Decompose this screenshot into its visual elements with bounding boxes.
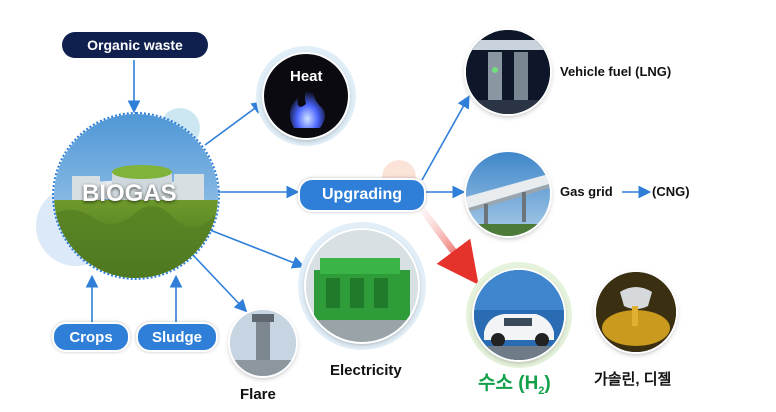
arrow-upgrading-to-vehicle bbox=[421, 95, 470, 181]
hydrogen-label-main: 수소 (H bbox=[478, 373, 539, 394]
hydrogen-label-end: ) bbox=[544, 373, 551, 394]
hydrogen-label: 수소 (H2) bbox=[478, 368, 551, 397]
cng-label: (CNG) bbox=[652, 184, 690, 199]
upgrading-label: Upgrading bbox=[298, 178, 426, 212]
generator-image bbox=[306, 230, 418, 342]
flare-label: Flare bbox=[240, 386, 276, 403]
fuel-station-image bbox=[466, 30, 550, 114]
heat-circle bbox=[264, 54, 348, 138]
fuel-pour-image bbox=[596, 272, 676, 352]
gas-pipeline-image bbox=[466, 152, 550, 236]
blue-flame-icon bbox=[289, 82, 325, 128]
heat-label: Heat bbox=[290, 68, 323, 85]
electricity-label: Electricity bbox=[330, 362, 402, 379]
flare-stack-image bbox=[230, 310, 296, 376]
arrow-biogas-to-heat bbox=[204, 101, 265, 146]
arrow-biogas-to-flare bbox=[191, 253, 248, 313]
hydrogen-circle bbox=[474, 270, 564, 360]
gas-grid-label: Gas grid bbox=[560, 184, 613, 199]
arrow-upgrading-to-hydrogen bbox=[412, 197, 479, 285]
arrow-biogas-to-electricity bbox=[209, 229, 305, 269]
electricity-circle bbox=[306, 230, 418, 342]
vehicle-fuel-circle bbox=[466, 30, 550, 114]
flare-circle bbox=[230, 310, 296, 376]
hydrogen-car-image bbox=[474, 270, 564, 360]
vehicle-fuel-label: Vehicle fuel (LNG) bbox=[560, 64, 672, 79]
biogas-label: BIOGAS bbox=[82, 180, 177, 207]
sludge-label: Sludge bbox=[136, 322, 218, 352]
crops-label: Crops bbox=[52, 322, 130, 352]
hydrogen-subscript: 2 bbox=[538, 384, 545, 397]
gasoline-diesel-label: 가솔린, 디젤 bbox=[594, 371, 672, 388]
gasoline-diesel-circle bbox=[596, 272, 676, 352]
gas-grid-circle bbox=[466, 152, 550, 236]
organic-waste-label: Organic waste bbox=[62, 32, 208, 58]
